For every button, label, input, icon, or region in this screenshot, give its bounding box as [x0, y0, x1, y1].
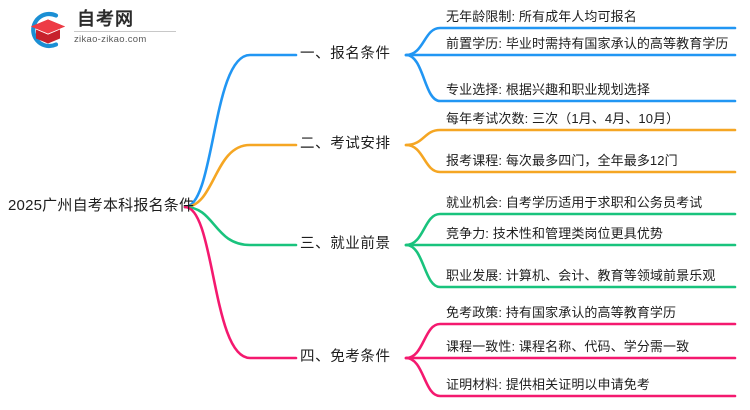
- link-root-branch-3: [183, 205, 298, 247]
- mindmap-leaf-node-4-3[interactable]: 证明材料: 提供相关证明以申请免考: [446, 377, 650, 392]
- mindmap-root-node[interactable]: 2025广州自考本科报名条件: [8, 197, 195, 214]
- logo-name-cn: 自考网: [77, 9, 134, 29]
- link-root-branch-2: [183, 143, 298, 209]
- mindmap-branch-node-1[interactable]: 一、报名条件: [300, 46, 391, 62]
- link-root-branch-4: [183, 205, 298, 360]
- mindmap-leaf-node-1-2[interactable]: 前置学历: 毕业时需持有国家承认的高等教育学历: [446, 36, 729, 51]
- mindmap-branch-node-4[interactable]: 四、免考条件: [300, 349, 391, 365]
- logo-wordmark: 自考网 zikao-zikao.com: [74, 8, 178, 50]
- mindmap-branch-node-3[interactable]: 三、就业前景: [300, 236, 391, 252]
- mindmap-leaf-node-1-3[interactable]: 专业选择: 根据兴趣和职业规划选择: [446, 82, 650, 97]
- mindmap-leaf-node-4-2[interactable]: 课程一致性: 课程名称、代码、学分需一致: [446, 339, 690, 354]
- link-branch-2-leaf-1: [404, 128, 737, 147]
- graduation-cap-logo-icon: [26, 10, 68, 50]
- link-branch-3-leaf-3: [404, 243, 737, 289]
- mindmap-leaf-node-3-3[interactable]: 职业发展: 计算机、会计、教育等领域前景乐观: [446, 268, 716, 283]
- link-branch-1-leaf-3: [404, 53, 737, 103]
- link-branch-4-leaf-3: [404, 356, 737, 398]
- mindmap-leaf-node-2-1[interactable]: 每年考试次数: 三次（1月、4月、10月）: [446, 111, 680, 126]
- link-branch-2-leaf-2: [404, 143, 737, 174]
- site-logo: 自考网 zikao-zikao.com: [26, 8, 176, 52]
- mindmap-leaf-node-3-1[interactable]: 就业机会: 自考学历适用于求职和公务员考试: [446, 195, 703, 210]
- logo-url: zikao-zikao.com: [74, 34, 147, 45]
- mindmap-leaf-node-1-1[interactable]: 无年龄限制: 所有成年人均可报名: [446, 9, 637, 24]
- logo-divider: [74, 31, 176, 32]
- mindmap-leaf-node-4-1[interactable]: 免考政策: 持有国家承认的高等教育学历: [446, 305, 677, 320]
- mindmap-leaf-node-3-2[interactable]: 竞争力: 技术性和管理类岗位更具优势: [446, 226, 664, 241]
- mindmap-branch-node-2[interactable]: 二、考试安排: [300, 136, 391, 152]
- link-root-branch-1: [183, 53, 298, 209]
- mindmap-leaf-node-2-2[interactable]: 报考课程: 每次最多四门，全年最多12门: [446, 153, 678, 168]
